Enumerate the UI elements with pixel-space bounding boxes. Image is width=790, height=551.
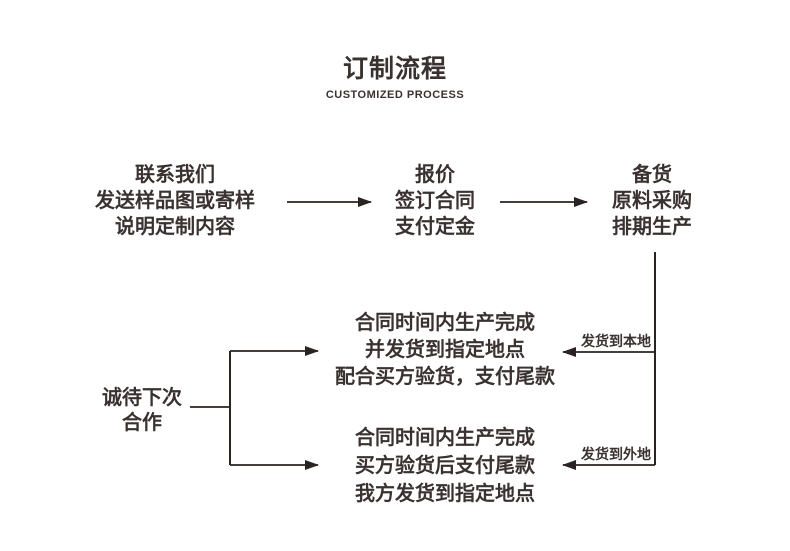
step-line: 支付定金: [395, 216, 475, 238]
step-line: 备货: [632, 164, 672, 186]
step-line: 排期生产: [612, 216, 692, 238]
outcome-line: 并发货到指定地点: [365, 339, 525, 361]
title-main: 订制流程: [342, 55, 447, 83]
label-deliver-remote: 发货到外地: [581, 446, 651, 462]
outcome-remote-delivery: 合同时间内生产完成 买方验货后支付尾款 我方发货到指定地点: [304, 424, 586, 508]
outcome-line: 合同时间内生产完成: [355, 427, 535, 449]
outcome-local-delivery: 合同时间内生产完成 并发货到指定地点 配合买方验货，支付尾款: [304, 310, 586, 391]
page-title: 订制流程 CUSTOMIZED PROCESS: [0, 54, 790, 103]
title-subtitle: CUSTOMIZED PROCESS: [325, 89, 465, 101]
step-line: 原料采购: [612, 190, 692, 212]
outcome-line: 合同时间内生产完成: [355, 312, 535, 334]
closing-next-cooperation: 诚待下次 合作: [62, 386, 222, 436]
closing-line: 合作: [122, 412, 162, 434]
step-line: 说明定制内容: [115, 216, 235, 238]
label-deliver-local: 发货到本地: [581, 333, 651, 349]
outcome-line: 我方发货到指定地点: [355, 483, 535, 505]
outcome-line: 配合买方验货，支付尾款: [335, 366, 555, 388]
step-contact-us: 联系我们 发送样品图或寄样 说明定制内容: [55, 162, 295, 240]
step-line: 报价: [415, 164, 455, 186]
step-quote-contract: 报价 签订合同 支付定金: [315, 162, 555, 240]
outcome-line: 买方验货后支付尾款: [355, 455, 535, 477]
step-line: 签订合同: [395, 190, 475, 212]
step-line: 发送样品图或寄样: [95, 190, 255, 212]
step-line: 联系我们: [135, 164, 215, 186]
step-prepare-goods: 备货 原料采购 排期生产: [532, 162, 772, 240]
closing-line: 诚待下次: [102, 387, 182, 409]
